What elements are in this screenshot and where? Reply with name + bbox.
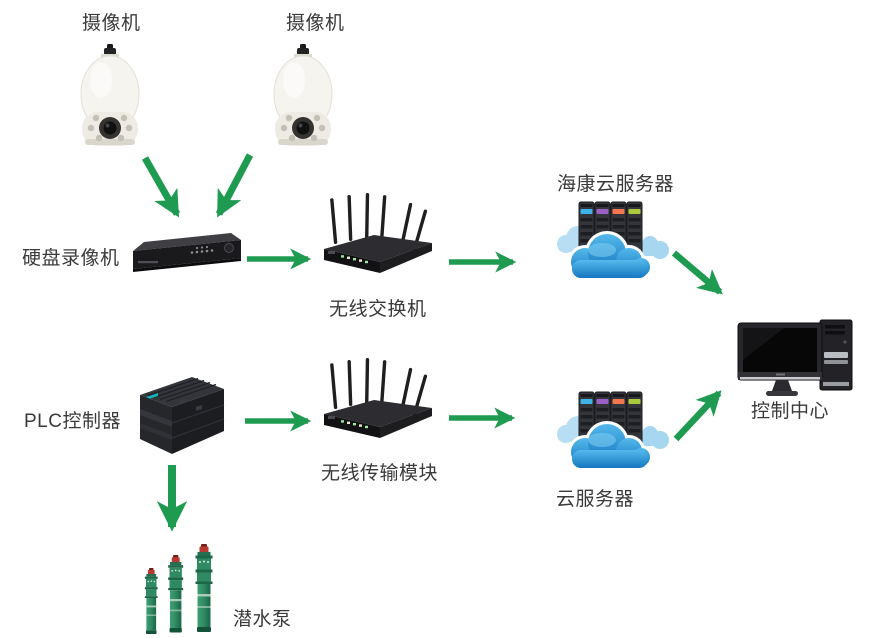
wireless-router-icon [324, 193, 432, 273]
plc-icon [140, 377, 225, 454]
label-plc-controller: PLC控制器 [24, 411, 121, 432]
arrow-hikvision-cloud-to-control-center [671, 250, 723, 295]
desktop-computer-icon [737, 319, 853, 396]
node-wireless-transmission-module [322, 357, 434, 439]
label-camera-2: 摄像机 [286, 13, 345, 34]
cloud-server-icon [557, 391, 669, 471]
node-hikvision-cloud-server [552, 198, 670, 290]
node-control-center [736, 318, 858, 400]
arrow-camera1-to-dvr [141, 156, 181, 218]
label-wireless-switch: 无线交换机 [329, 299, 427, 320]
ptz-camera-icon [273, 44, 333, 146]
cloud-server-icon [557, 201, 669, 281]
label-cloud-server: 云服务器 [556, 489, 635, 510]
label-camera-1: 摄像机 [82, 13, 141, 34]
arrow-cloud-to-control-center [673, 390, 722, 442]
node-camera-2 [265, 44, 341, 158]
label-submersible-pump: 潜水泵 [233, 609, 292, 630]
dvr-icon [133, 233, 241, 272]
label-dvr: 硬盘录像机 [22, 248, 120, 269]
label-hikvision-cloud-server: 海康云服务器 [557, 174, 675, 195]
submersible-pump-icon [144, 544, 213, 634]
label-wireless-transmission-module: 无线传输模块 [321, 463, 439, 484]
node-camera-1 [72, 44, 148, 158]
node-dvr [128, 228, 243, 278]
arrow-camera2-to-dvr [215, 153, 254, 218]
ptz-camera-icon [80, 44, 140, 146]
node-submersible-pump [140, 544, 222, 636]
node-cloud-server [552, 388, 670, 480]
node-plc-controller [136, 375, 228, 460]
label-control-center: 控制中心 [751, 401, 830, 422]
wireless-router-icon [324, 358, 432, 438]
node-wireless-switch [322, 192, 434, 274]
